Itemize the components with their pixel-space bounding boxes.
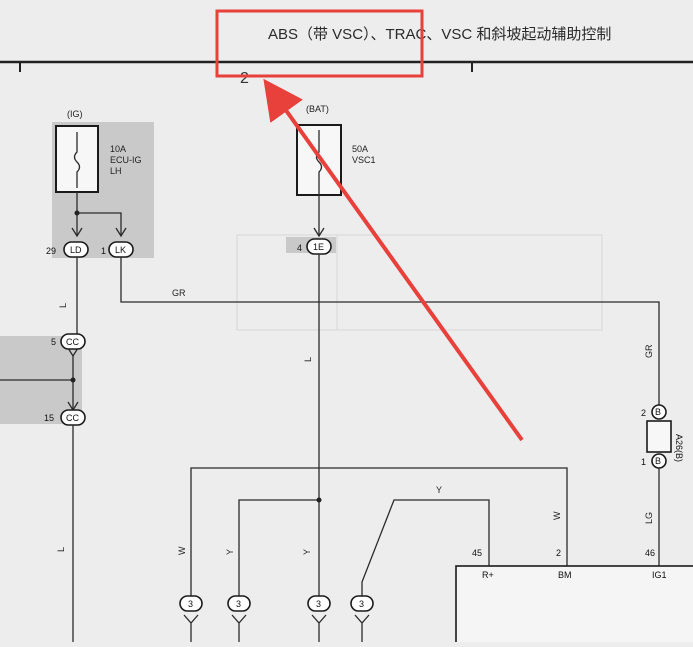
ie-code: 1E	[313, 242, 324, 252]
cc-bottom-pin-number: 15	[44, 413, 54, 423]
wire-y-center-label: Y	[302, 549, 312, 555]
ie-pin-number: 4	[297, 243, 302, 253]
highlight-box	[215, 9, 424, 78]
wire-y-top-label: Y	[436, 485, 442, 495]
diagram-title: ABS（带 VSC）、TRAC、VSC 和斜坡起动辅助控制	[268, 26, 611, 43]
a26-bottom-pin-number: 1	[641, 457, 646, 467]
cc-bottom-code: CC	[66, 413, 79, 423]
a26-bottom-code: B	[655, 456, 661, 466]
bottom-connector-4: 3	[350, 595, 374, 642]
wire-l-left-label: L	[58, 303, 68, 308]
bottom-connector-2: 3	[227, 595, 251, 642]
svg-text:3: 3	[188, 599, 193, 609]
a26-label: A26(B)	[674, 434, 684, 462]
cc-top-code: CC	[66, 337, 79, 347]
connector-cc-top	[60, 333, 86, 350]
svg-text:3: 3	[236, 599, 241, 609]
wire-gr-vertical-label: GR	[644, 344, 654, 358]
bat-fuse-name: VSC1	[352, 155, 376, 165]
ecu-pin-46-number: 46	[645, 548, 655, 558]
ecu-pin-2-name: BM	[558, 570, 572, 580]
bat-fuse-rating: 50A	[352, 144, 368, 154]
ig-fuse-name: ECU-IG	[110, 155, 142, 165]
a26-top-code: B	[655, 407, 661, 417]
ecu-pin-45-name: R+	[482, 570, 494, 580]
annotation-arrow	[263, 78, 524, 442]
wire-y-right	[361, 499, 490, 596]
wire-l-center-label: L	[303, 357, 313, 362]
connector-a26-top	[651, 404, 667, 420]
wire-w-left-label: W	[177, 546, 187, 555]
lk-code: LK	[115, 245, 126, 255]
connector-ld	[63, 241, 89, 258]
ig-fuse-icon	[73, 132, 81, 188]
wire-w-right-label: W	[552, 511, 562, 520]
ecu-box	[455, 565, 693, 647]
ld-pin-number: 29	[46, 246, 56, 256]
lk-pin-number: 1	[101, 246, 106, 256]
a26-top-pin-number: 2	[641, 408, 646, 418]
bat-fuse-source: (BAT)	[306, 104, 329, 114]
wire-w	[190, 467, 568, 596]
bottom-connector-3: 3	[307, 595, 331, 642]
a26-body	[646, 420, 672, 453]
svg-text:3: 3	[316, 599, 321, 609]
bottom-connector-1: 3	[179, 595, 203, 642]
ig-fuse-rating: 10A	[110, 144, 126, 154]
wire-gr-label: GR	[172, 288, 186, 298]
ecu-pin-2-number: 2	[556, 548, 561, 558]
ld-code: LD	[70, 245, 82, 255]
section-number: 2	[240, 70, 249, 87]
svg-text:3: 3	[359, 599, 364, 609]
ig-fuse-source: (IG)	[67, 109, 83, 119]
wire-l-left-bottom-label: L	[56, 547, 66, 552]
wire-y-left	[238, 499, 319, 596]
ecu-pin-46-name: IG1	[652, 570, 667, 580]
ig-fuse-name-2: LH	[110, 166, 122, 176]
ecu-pin-45-number: 45	[472, 548, 482, 558]
wire-y-left-label: Y	[225, 549, 235, 555]
cc-top-pin-number: 5	[51, 337, 56, 347]
wire-lg-label: LG	[644, 512, 654, 524]
wire-gr	[120, 257, 660, 405]
